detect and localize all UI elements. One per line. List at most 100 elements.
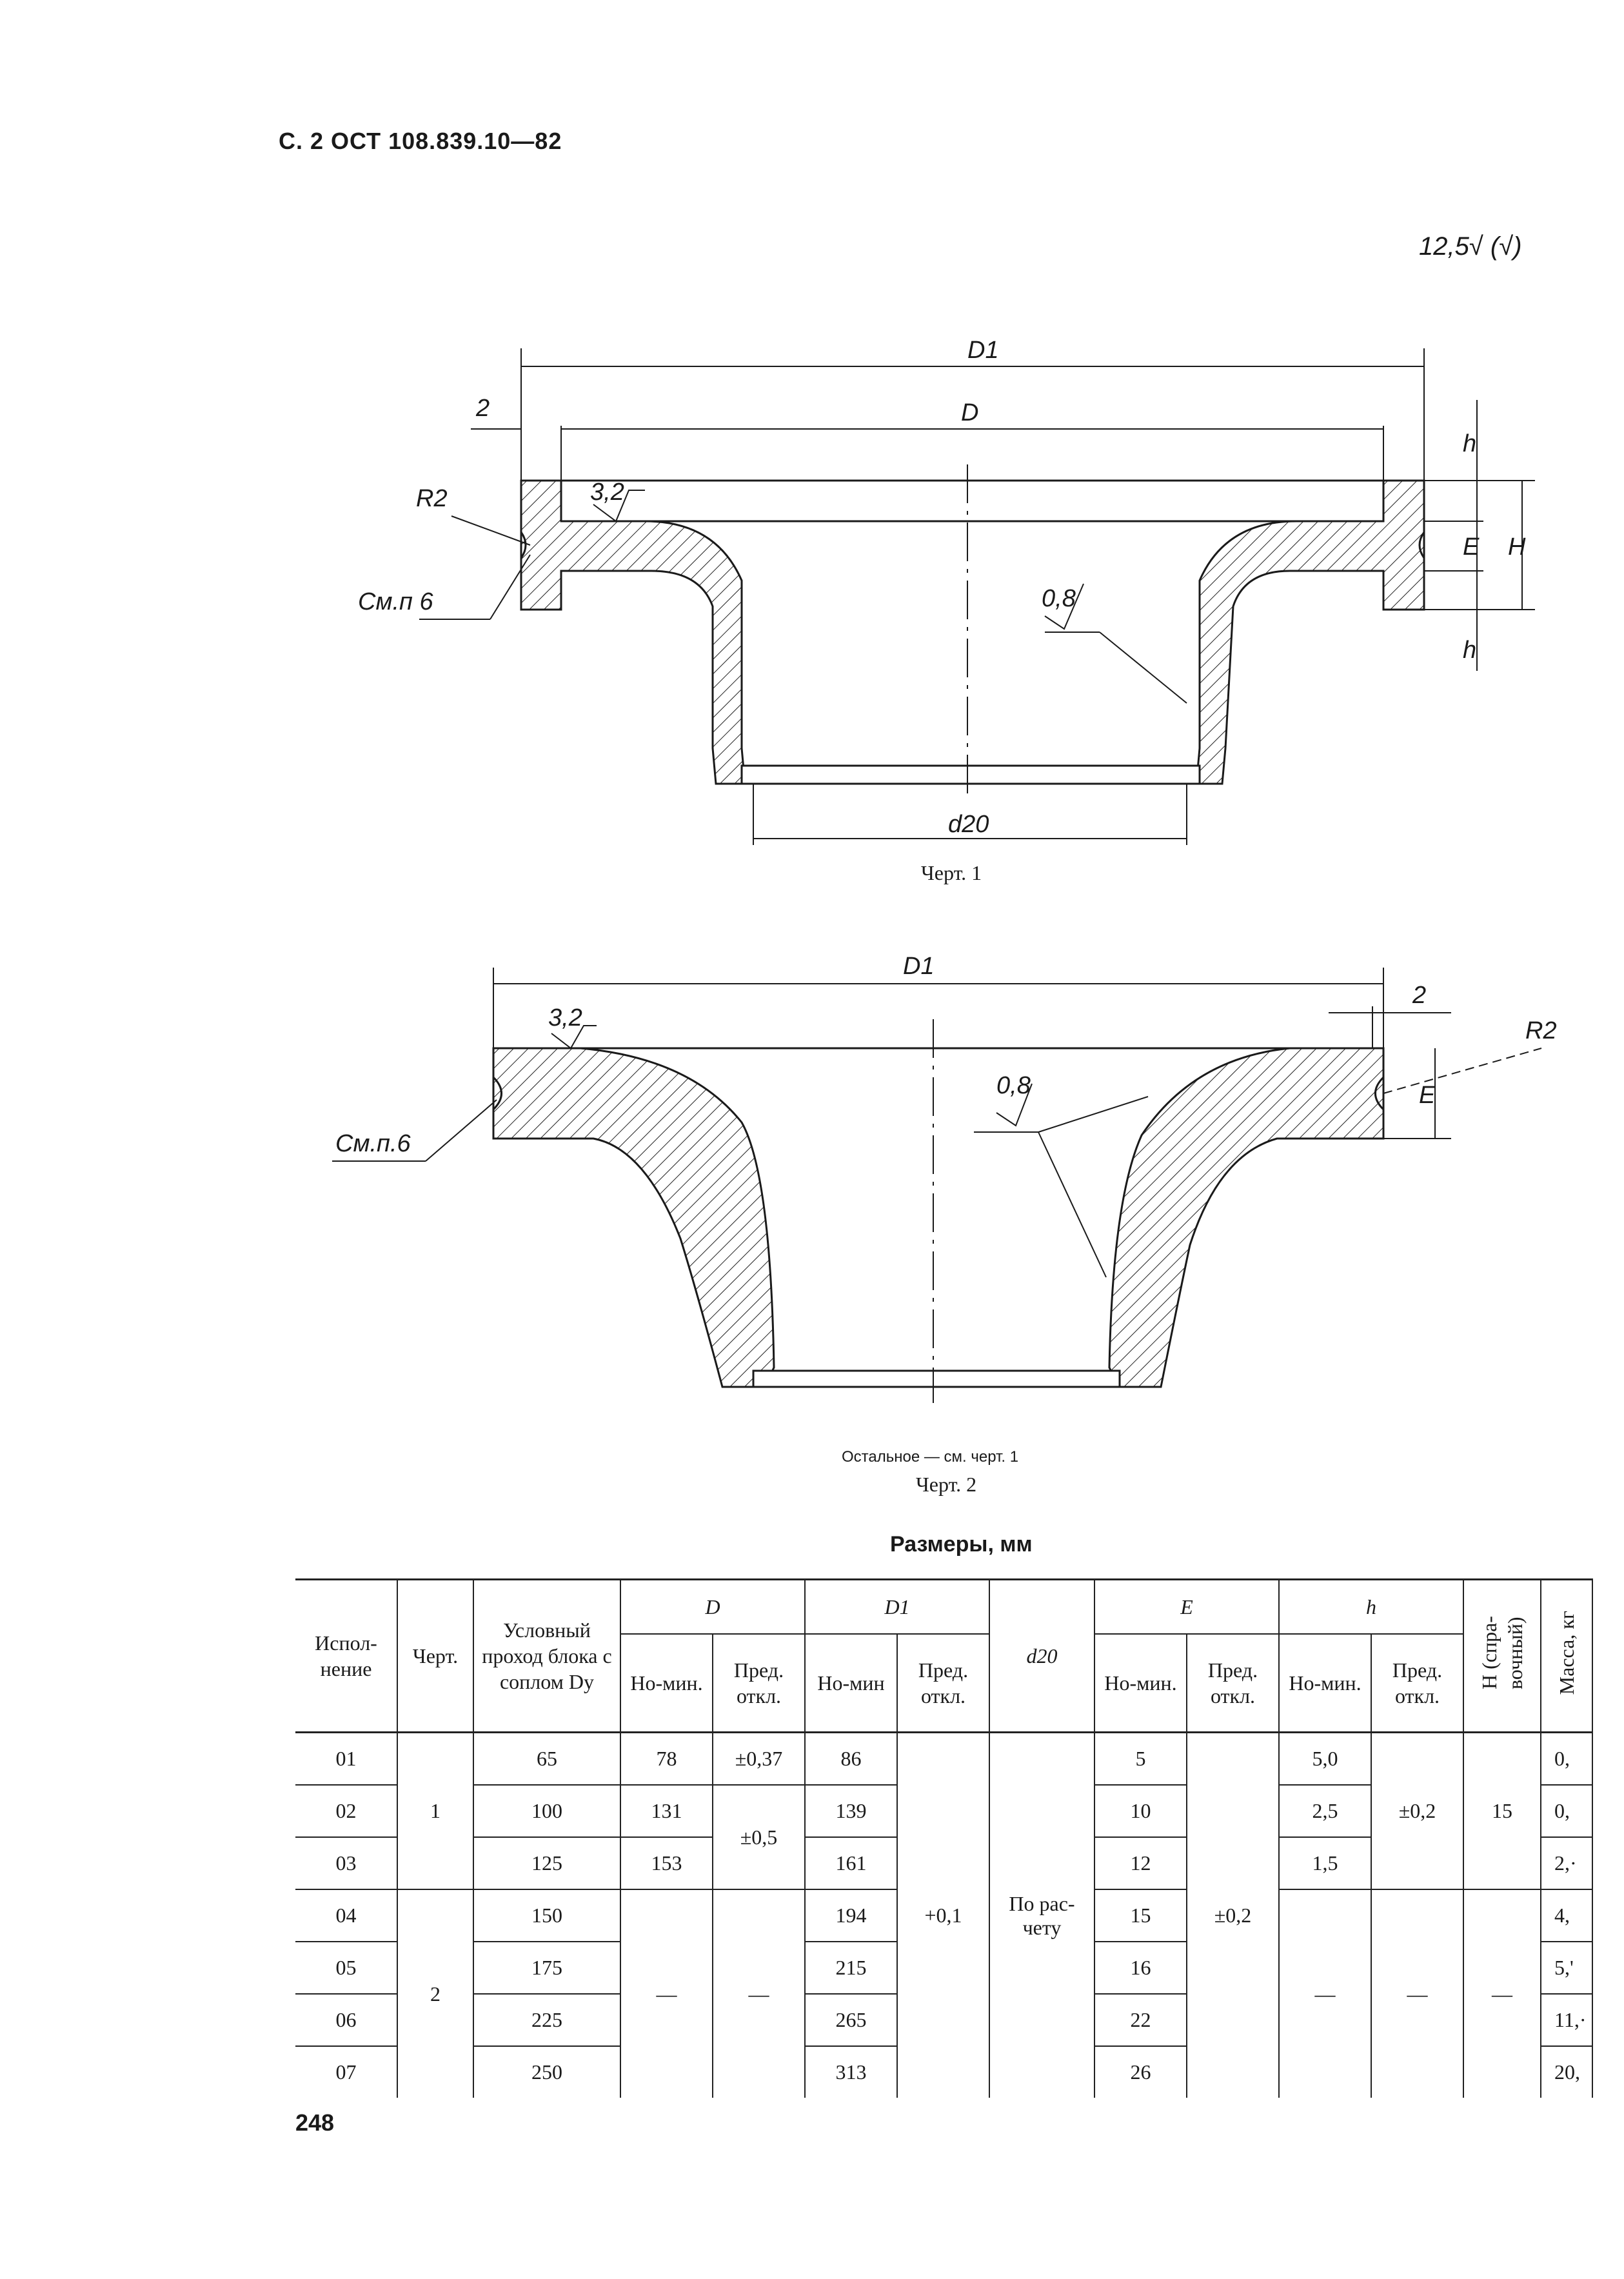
cell-dy: 100 xyxy=(473,1784,621,1837)
d1-label: D1 xyxy=(967,337,999,364)
col-h: h xyxy=(1278,1578,1464,1635)
h-bottom-label: h xyxy=(1463,637,1476,664)
cell-h: 1,5 xyxy=(1278,1836,1372,1889)
cell-E: 15 xyxy=(1094,1889,1187,1942)
col-ispolnenie: Испол-нение xyxy=(295,1578,398,1733)
col-E-nom: Но-мин. xyxy=(1094,1634,1187,1733)
two-label-2: 2 xyxy=(1412,982,1426,1009)
col-D1-pred: Пред. откл. xyxy=(896,1634,990,1733)
h-label: H xyxy=(1508,533,1526,561)
e-label-2: E xyxy=(1419,1082,1436,1109)
note-2: Остальное — см. черт. 1 xyxy=(842,1448,1019,1466)
drawing-1 xyxy=(419,348,1535,845)
cell-h: 5,0 xyxy=(1278,1732,1372,1785)
d-label: D xyxy=(961,399,978,426)
cell-D-pred: ±0,37 xyxy=(712,1732,806,1785)
cell-D: 153 xyxy=(620,1836,713,1889)
two-label: 2 xyxy=(475,395,490,422)
cell-h-pred: ±0,2 xyxy=(1371,1732,1464,1889)
cell-D1: 161 xyxy=(804,1836,898,1889)
roughness-0-8-label: 0,8 xyxy=(1042,585,1076,612)
cell-E: 26 xyxy=(1094,2045,1187,2098)
cell-D1: 194 xyxy=(804,1889,898,1942)
col-H: H (спра-вочный) xyxy=(1463,1578,1541,1733)
e-label: E xyxy=(1463,533,1480,561)
cell-mass: 0, xyxy=(1540,1784,1593,1837)
col-E: E xyxy=(1094,1578,1280,1635)
h-top-label: h xyxy=(1463,430,1476,457)
cell-isp: 07 xyxy=(295,2045,398,2098)
cell-E: 5 xyxy=(1094,1732,1187,1785)
ref-label-2: См.п.6 xyxy=(335,1130,411,1157)
cell-isp: 03 xyxy=(295,1836,398,1889)
col-dy: Условный проход блока с соплом Dу xyxy=(473,1578,621,1733)
cell-D1: 215 xyxy=(804,1941,898,1994)
r2-label: R2 xyxy=(416,485,448,512)
cell-D-pred: — xyxy=(712,1889,806,2098)
col-D-nom: Но-мин. xyxy=(620,1634,713,1733)
col-D1: D1 xyxy=(804,1578,990,1635)
cell-H: 15 xyxy=(1463,1732,1541,1889)
cell-mass: 0, xyxy=(1540,1732,1593,1785)
cell-dy: 150 xyxy=(473,1889,621,1942)
cell-chert: 2 xyxy=(397,1889,474,2098)
r2-label-2: R2 xyxy=(1525,1017,1557,1044)
cell-mass: 11,· xyxy=(1540,1993,1593,2046)
cell-dy: 65 xyxy=(473,1732,621,1785)
cell-E-pred: ±0,2 xyxy=(1186,1732,1280,2098)
cell-isp: 02 xyxy=(295,1784,398,1837)
ref-label: См.п 6 xyxy=(358,588,434,615)
cell-mass: 4, xyxy=(1540,1889,1593,1942)
cell-mass: 5,' xyxy=(1540,1941,1593,1994)
cell-dy: 225 xyxy=(473,1993,621,2046)
cell-d20: По рас-чету xyxy=(989,1732,1095,2098)
col-mass: Масса, кг xyxy=(1540,1578,1593,1733)
col-h-nom: Но-мин. xyxy=(1278,1634,1372,1733)
cell-E: 16 xyxy=(1094,1941,1187,1994)
cell-dy: 175 xyxy=(473,1941,621,1994)
cell-E: 12 xyxy=(1094,1836,1187,1889)
cell-chert: 1 xyxy=(397,1732,474,1889)
roughness-0-8-label-2: 0,8 xyxy=(996,1072,1031,1099)
col-D-pred: Пред. откл. xyxy=(712,1634,806,1733)
col-d20: d20 xyxy=(989,1578,1095,1733)
col-H-label: H (спра-вочный) xyxy=(1478,1616,1527,1690)
col-chert: Черт. xyxy=(397,1578,474,1733)
cell-D: — xyxy=(620,1889,713,2098)
cell-isp: 01 xyxy=(295,1732,398,1785)
cell-D1-pred: +0,1 xyxy=(896,1732,990,2098)
caption-1: Черт. 1 xyxy=(921,861,982,884)
page-number: 248 xyxy=(295,2109,335,2136)
cell-E: 10 xyxy=(1094,1784,1187,1837)
roughness-3-2-label: 3,2 xyxy=(590,479,624,506)
drawing-2 xyxy=(332,968,1542,1403)
cell-D1: 86 xyxy=(804,1732,898,1785)
cell-D1: 139 xyxy=(804,1784,898,1837)
cell-D: 131 xyxy=(620,1784,713,1837)
cell-isp: 06 xyxy=(295,1993,398,2046)
cell-D: 78 xyxy=(620,1732,713,1785)
col-E-pred: Пред. откл. xyxy=(1186,1634,1280,1733)
d1-label-2: D1 xyxy=(903,953,935,980)
cell-H: — xyxy=(1463,1889,1541,2098)
d20-label: d20 xyxy=(948,811,989,838)
cell-E: 22 xyxy=(1094,1993,1187,2046)
dimensions-table: Испол-нение Черт. Условный проход блока … xyxy=(295,1578,1593,2098)
cell-isp: 05 xyxy=(295,1941,398,1994)
col-D1-nom: Но-мин xyxy=(804,1634,898,1733)
cell-dy: 125 xyxy=(473,1836,621,1889)
cell-D1: 265 xyxy=(804,1993,898,2046)
col-mass-label: Масса, кг xyxy=(1555,1611,1578,1695)
cell-D1: 313 xyxy=(804,2045,898,2098)
roughness-symbol: 12,5√ (√) xyxy=(1419,232,1522,261)
roughness-3-2-label-2: 3,2 xyxy=(548,1004,582,1031)
cell-dy: 250 xyxy=(473,2045,621,2098)
cell-h: 2,5 xyxy=(1278,1784,1372,1837)
cell-isp: 04 xyxy=(295,1889,398,1942)
caption-2: Черт. 2 xyxy=(916,1473,977,1496)
col-D: D xyxy=(620,1578,806,1635)
cell-mass: 20, xyxy=(1540,2045,1593,2098)
cell-D-pred: ±0,5 xyxy=(712,1784,806,1889)
